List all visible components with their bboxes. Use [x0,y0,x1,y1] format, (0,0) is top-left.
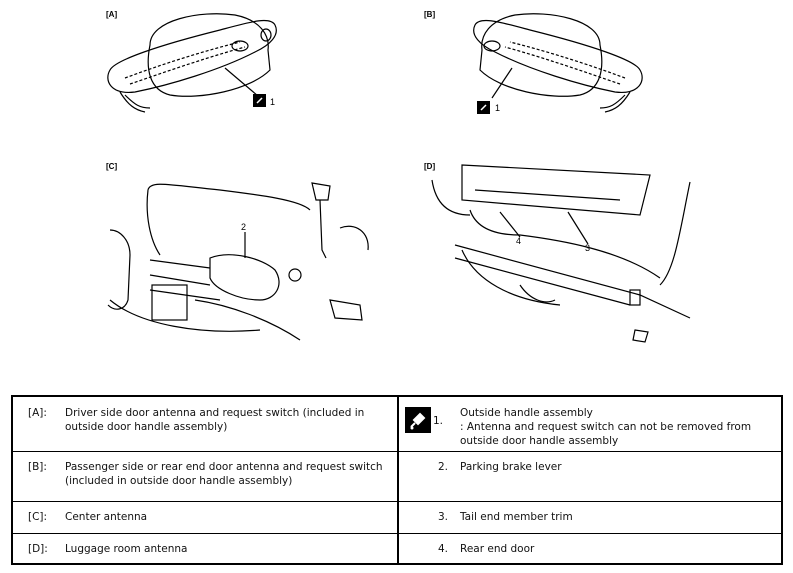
figure-c-label: [C] [106,162,118,171]
legend-num: 2. [437,461,448,473]
figure-a-callout: 1 [270,97,276,107]
figure-b-label: [B] [424,10,436,19]
legend-code: [B]: [28,461,47,473]
legend-row-d: [D]: Luggage room antenna 4. Rear end do… [13,534,781,563]
legend-num: 1. [433,415,444,427]
figure-c-callout: 2 [241,222,247,232]
legend-text: Passenger side or rear end door antenna … [65,461,383,487]
legend-text: Luggage room antenna [65,543,188,555]
legend-text: Driver side door antenna and request swi… [65,407,365,433]
figure-d-label: [D] [424,162,436,171]
legend-desc: Tail end member trim [460,511,573,523]
legend-code: [D]: [28,543,48,555]
legend-code: [A]: [28,407,47,419]
figure-d-luggage-drawing [431,164,691,343]
figure-b-callout: 1 [495,103,501,113]
figure-b-handle-drawing [473,13,643,113]
illustrations [107,13,691,343]
legend-desc: Parking brake lever [460,461,562,473]
legend-num: 4. [437,543,448,555]
legend-num: 3. [437,511,448,523]
legend-code: [C]: [28,511,48,523]
legend-text: Center antenna [65,511,148,523]
legend-row-c: [C]: Center antenna 3. Tail end member t… [13,502,781,534]
figure-a-label: [A] [106,10,118,19]
legend-row-a: [A]: Driver side door antenna and reques… [13,397,781,452]
figure-a-handle-drawing [107,13,277,113]
figure-d-callout-4: 4 [516,236,522,246]
figure-c-interior-drawing [107,182,369,341]
legend-row-b: [B]: Passenger side or rear end door ant… [13,452,781,502]
legend-desc: Rear end door [460,543,535,555]
legend-desc: Outside handle assembly : Antenna and re… [460,407,752,447]
legend-table: [A]: Driver side door antenna and reques… [11,395,783,565]
figure-d-callout-3: 3 [585,243,591,253]
legend-divider [397,397,399,563]
caution-tool-icon [405,407,431,433]
